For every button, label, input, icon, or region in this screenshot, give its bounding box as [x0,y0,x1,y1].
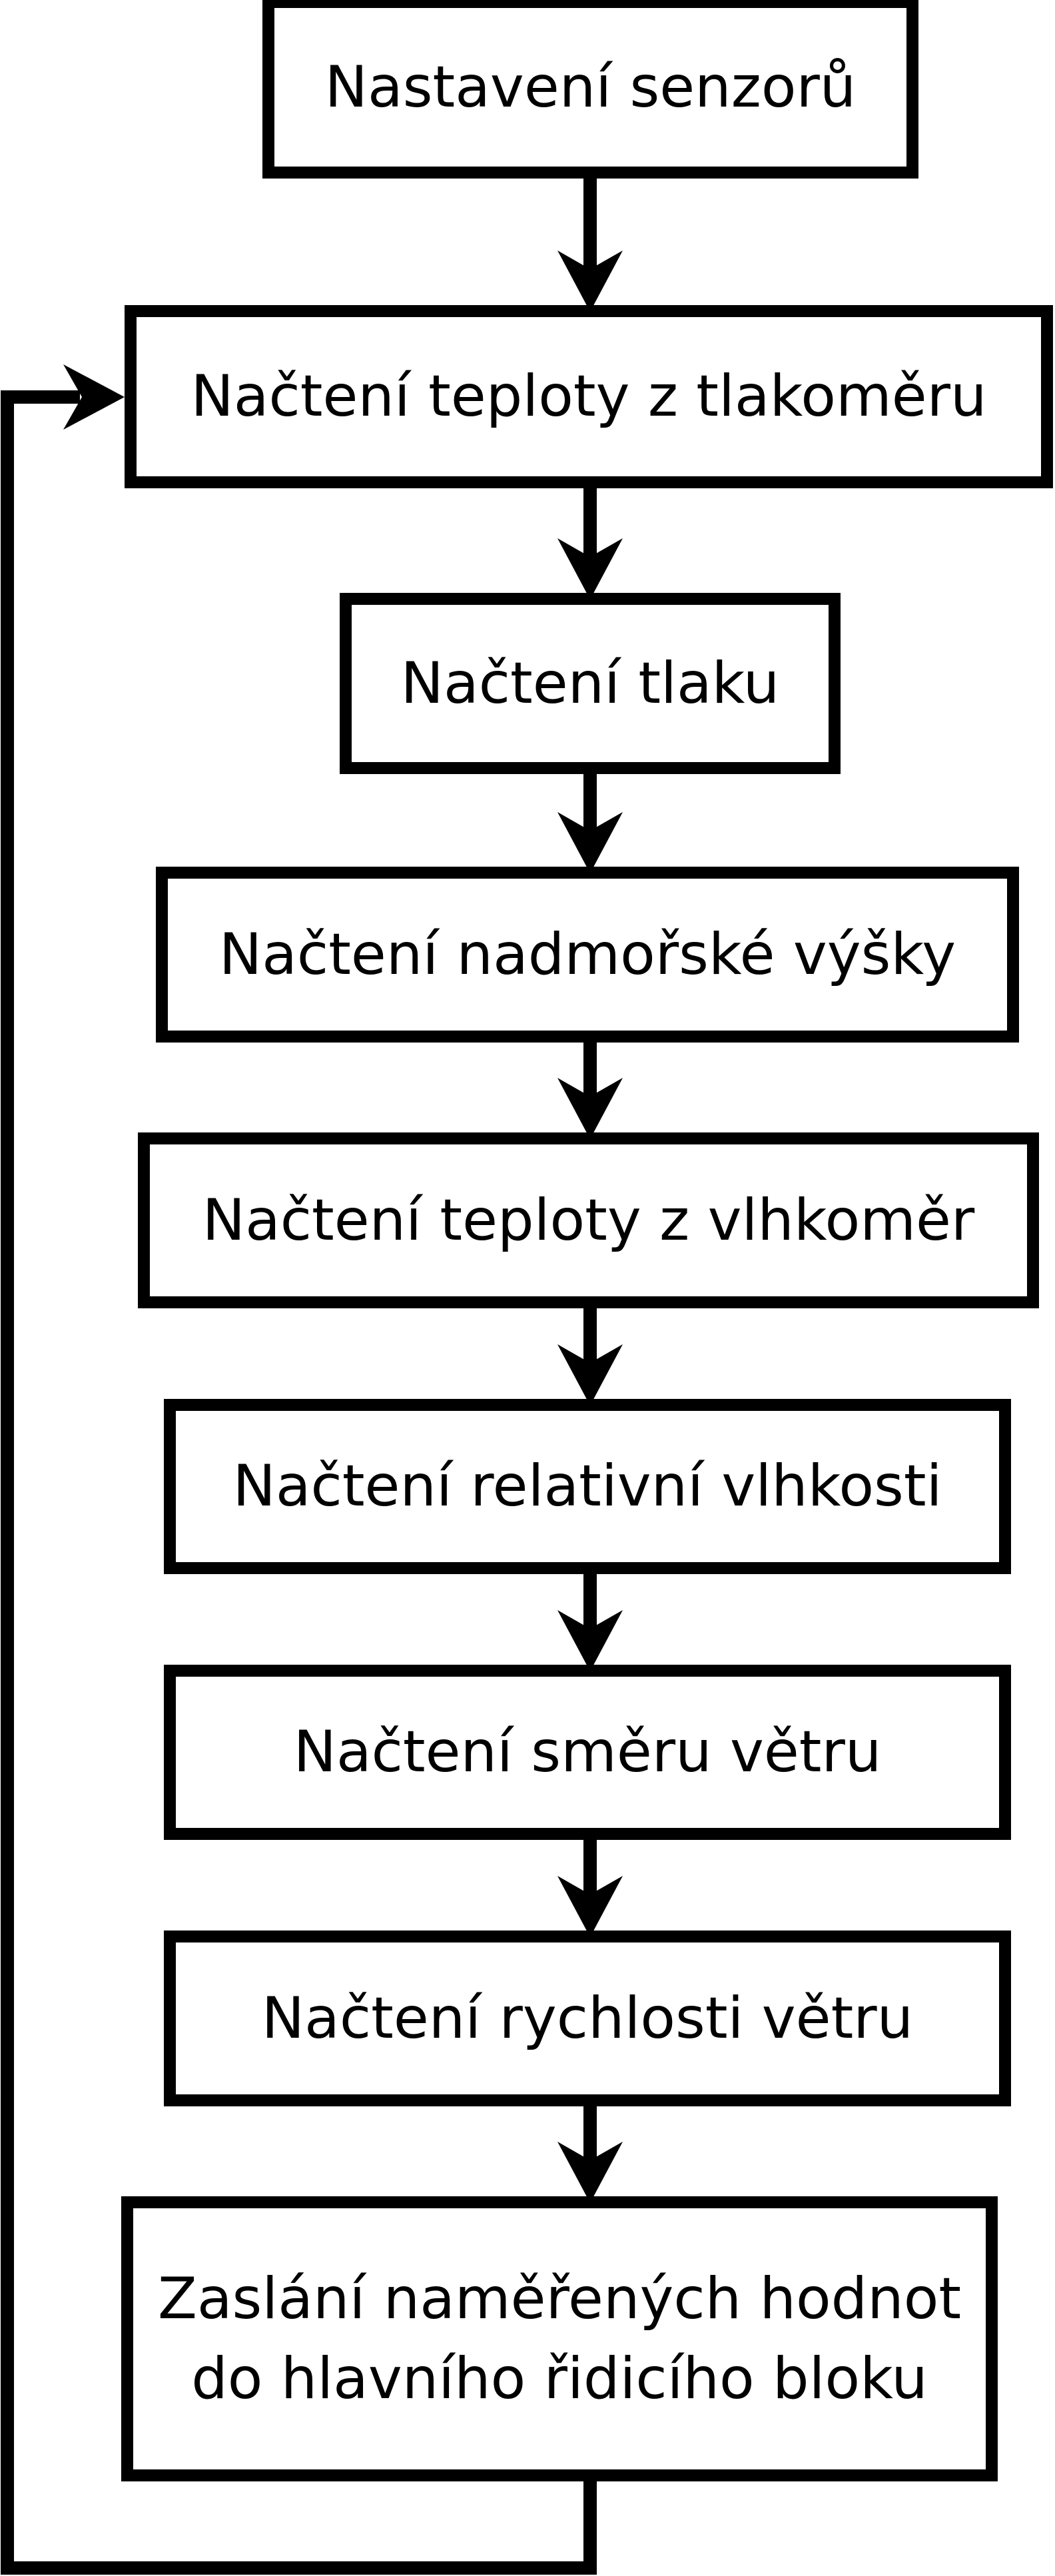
node-label: Nastavení senzorů [324,53,857,121]
node-nacteni-rychlosti-vetru: Načtení rychlosti větru [164,1931,1011,2106]
node-nacteni-teploty-z-tlakomeru: Načtení teploty z tlakoměru [125,305,1053,488]
node-label: Načtení rychlosti větru [261,1984,914,2052]
arrow-down-icon [557,1344,623,1406]
node-label-line2: do hlavního řidicího bloku [191,2346,928,2412]
node-zaslani-namerenych-hodnot: Zaslání naměřených hodnot do hlavního ři… [121,2196,998,2481]
node-label: Načtení směru větru [293,1719,882,1786]
node-label-line1: Zaslání naměřených hodnot [157,2265,962,2332]
node-label: Načtení relativní vlhkosti [232,1453,942,1520]
node-label: Načtení teploty z tlakoměru [190,363,987,430]
arrow-right-icon [63,364,125,430]
node-nacteni-teploty-z-vlhkomeru: Načtení teploty z vlhkoměr [138,1132,1039,1308]
arrow-down-icon [557,538,623,600]
arrow-down-icon [557,1078,623,1139]
arrow-down-icon [557,1610,623,1671]
node-nastaveni-senzoru: Nastavení senzorů [262,0,918,179]
arrow-down-icon [557,1876,623,1937]
node-nacteni-relativni-vlhkosti: Načtení relativní vlhkosti [164,1399,1011,1574]
node-label: Načtení teploty z vlhkoměr [202,1186,975,1254]
arrow-down-icon [557,250,623,312]
node-nacteni-smeru-vetru: Načtení směru větru [164,1665,1011,1840]
node-label: Načtení tlaku [400,649,780,717]
node-nacteni-nadmorske-vysky: Načtení nadmořské výšky [156,867,1019,1043]
loop-line [1,390,597,2575]
node-label: Načtení nadmořské výšky [218,921,956,988]
node-nacteni-tlaku: Načtení tlaku [340,593,841,774]
node-label: Zaslání naměřených hodnot do hlavního ři… [158,2259,961,2419]
arrow-down-icon [557,2142,623,2203]
arrow-down-icon [557,812,623,873]
